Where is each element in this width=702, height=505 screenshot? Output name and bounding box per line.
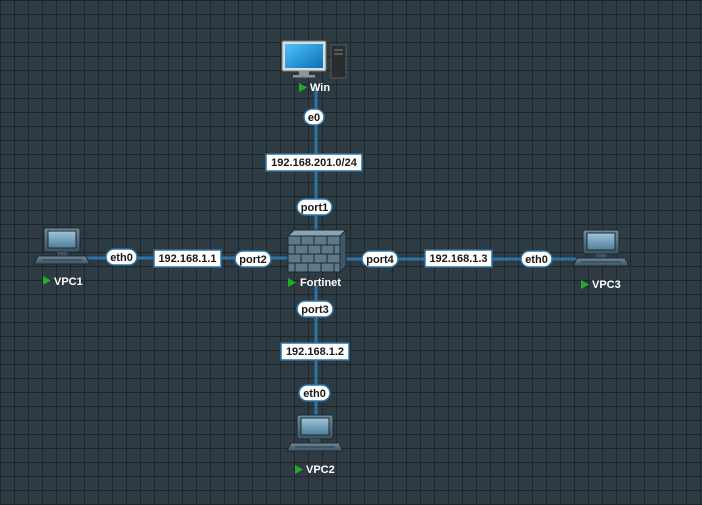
- node-vpc3[interactable]: VPC3: [572, 229, 630, 291]
- running-triangle-icon: [288, 278, 296, 287]
- svg-text:port3: port3: [301, 304, 329, 316]
- svg-text:eth0: eth0: [110, 252, 133, 264]
- running-triangle-icon: [295, 465, 303, 474]
- port-label-fortinet-port2: port2: [234, 250, 272, 268]
- svg-text:192.168.201.0/24: 192.168.201.0/24: [271, 157, 358, 169]
- subnet-label-win-fortinet: 192.168.201.0/24: [265, 153, 363, 172]
- node-label-vpc1: VPC1: [54, 276, 83, 288]
- firewall-icon: [286, 228, 348, 274]
- running-triangle-icon: [43, 276, 51, 285]
- port-label-vpc1-eth0: eth0: [105, 248, 138, 266]
- svg-text:192.168.1.1: 192.168.1.1: [158, 253, 216, 265]
- svg-text:eth0: eth0: [525, 254, 548, 266]
- node-vpc1[interactable]: VPC1: [33, 227, 91, 288]
- vpc-terminal-icon: [572, 229, 630, 267]
- vpc-terminal-icon: [33, 227, 91, 265]
- svg-text:e0: e0: [308, 112, 320, 124]
- svg-text:port4: port4: [366, 254, 394, 266]
- node-label-fortinet: Fortinet: [300, 277, 341, 289]
- node-label-win: Win: [310, 82, 330, 94]
- subnet-label-vpc1-fortinet: 192.168.1.1: [153, 249, 222, 268]
- node-win[interactable]: Win: [281, 40, 347, 94]
- svg-text:port2: port2: [239, 254, 267, 266]
- node-label-vpc3: VPC3: [592, 279, 621, 291]
- node-fortinet[interactable]: Fortinet: [286, 228, 348, 289]
- port-label-vpc3-eth0: eth0: [520, 250, 553, 268]
- subnet-label-fortinet-vpc2: 192.168.1.2: [280, 342, 350, 361]
- port-label-fortinet-port1: port1: [296, 198, 333, 216]
- port-label-win-e0: e0: [303, 108, 325, 126]
- node-label-vpc2: VPC2: [306, 464, 335, 476]
- node-vpc2[interactable]: VPC2: [286, 414, 344, 476]
- running-triangle-icon: [581, 280, 589, 289]
- port-label-vpc2-eth0: eth0: [298, 384, 331, 402]
- running-triangle-icon: [299, 83, 307, 92]
- svg-text:port1: port1: [301, 202, 329, 214]
- port-label-fortinet-port3: port3: [296, 300, 334, 318]
- port-label-fortinet-port4: port4: [361, 250, 399, 268]
- svg-text:eth0: eth0: [303, 388, 326, 400]
- vpc-terminal-icon: [286, 414, 344, 452]
- desktop-pc-icon: [281, 40, 347, 79]
- subnet-label-fortinet-vpc3: 192.168.1.3: [424, 249, 493, 268]
- svg-text:192.168.1.3: 192.168.1.3: [429, 253, 487, 265]
- svg-text:192.168.1.2: 192.168.1.2: [286, 346, 344, 358]
